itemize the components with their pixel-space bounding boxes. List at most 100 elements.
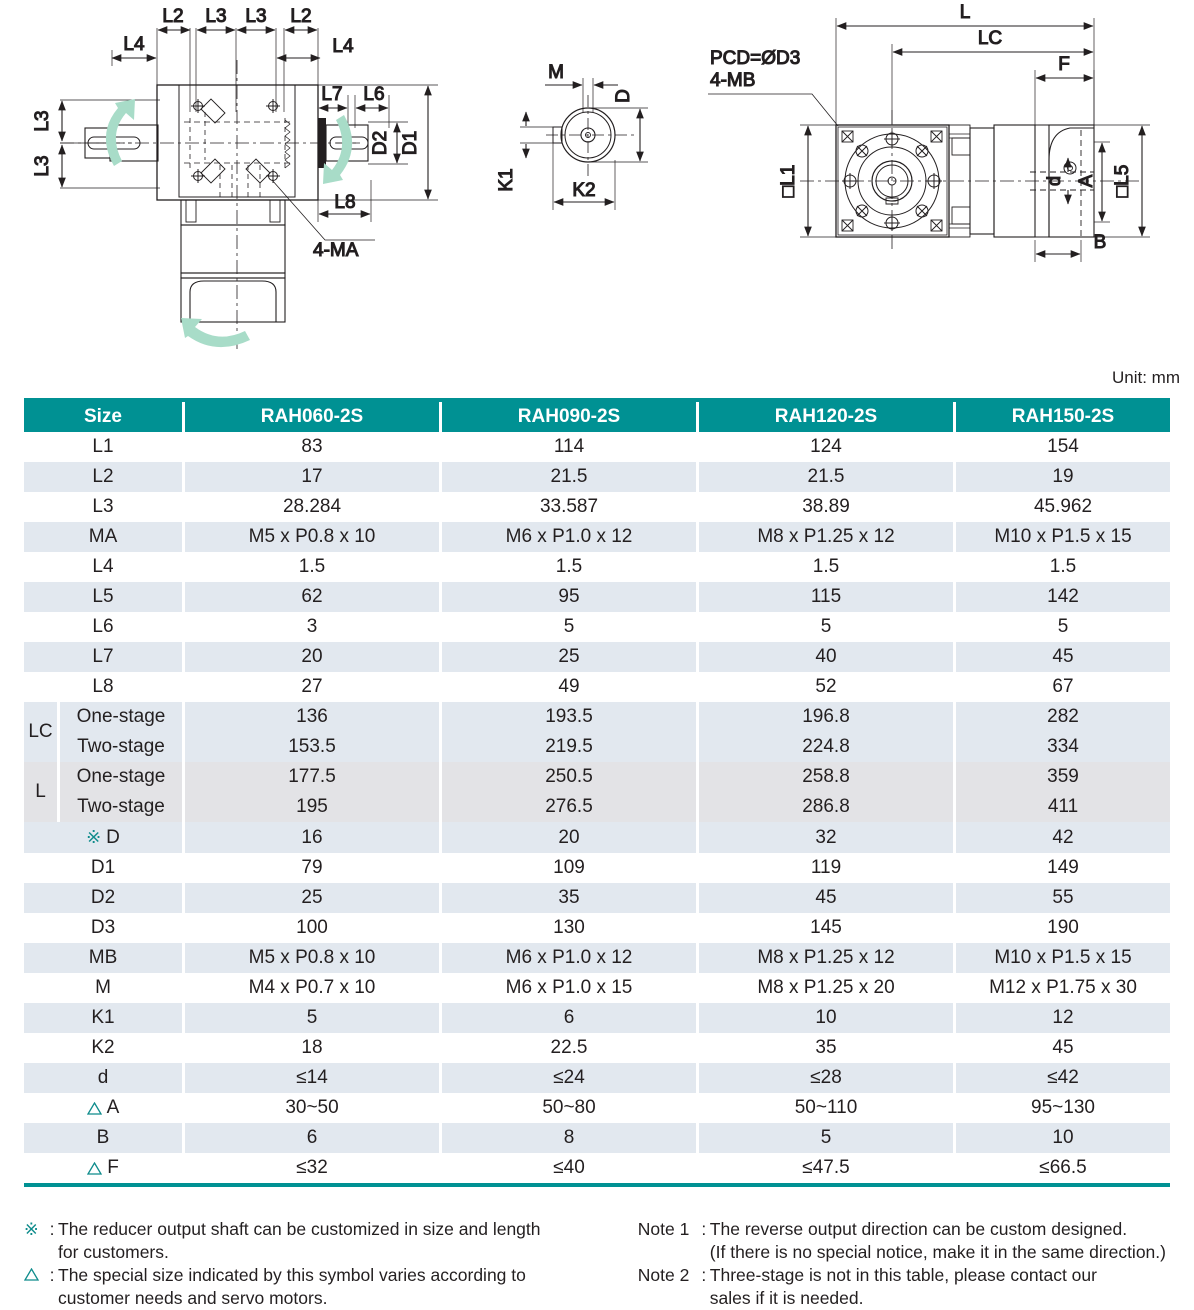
dim-L3-left-lower: L3 <box>32 155 53 176</box>
row-label-mb: MB <box>24 943 185 973</box>
table-cell: 258.8 <box>699 762 956 792</box>
footnote-note-label: Note 2 <box>637 1265 690 1285</box>
table-cell: 6 <box>185 1123 442 1153</box>
table-header-row: Size RAH060-2S RAH090-2S RAH120-2S RAH15… <box>24 402 1170 432</box>
table-top-rule <box>24 398 1170 402</box>
row-label-f: F <box>24 1153 185 1183</box>
table-cell: 45 <box>956 1033 1170 1063</box>
table-cell: 52 <box>699 672 956 702</box>
footnote-symbol-icon: ※ <box>24 1219 39 1239</box>
row-label-l4: L4 <box>24 552 185 582</box>
table-cell: 32 <box>699 822 956 853</box>
table-cell: 5 <box>699 612 956 642</box>
row-label-l8: L8 <box>24 672 185 702</box>
table-cell: 109 <box>442 853 699 883</box>
dim-L3-top-a: L3 <box>205 6 226 27</box>
table-cell: 49 <box>442 672 699 702</box>
table-cell: 10 <box>699 1003 956 1033</box>
table-cell: 21.5 <box>442 462 699 492</box>
table-cell: 33.587 <box>442 492 699 522</box>
table-cell: M5 x P0.8 x 10 <box>185 522 442 552</box>
table-cell: 154 <box>956 432 1170 462</box>
table-cell: 83 <box>185 432 442 462</box>
table-cell: 142 <box>956 582 1170 612</box>
table-row: F≤32≤40≤47.5≤66.5 <box>24 1153 1170 1183</box>
row-label-d3: D3 <box>24 913 185 943</box>
table-cell: 193.5 <box>442 702 699 732</box>
table-cell: 20 <box>442 822 699 853</box>
table-cell: 27 <box>185 672 442 702</box>
dim-L7: L7 <box>321 84 342 105</box>
table-cell: 5 <box>442 612 699 642</box>
table-cell: 20 <box>185 642 442 672</box>
specification-table: Size RAH060-2S RAH090-2S RAH120-2S RAH15… <box>24 402 1170 1183</box>
row-sub-label: One-stage <box>60 762 185 792</box>
dim-L3-top-b: L3 <box>245 6 266 27</box>
table-cell: ≤14 <box>185 1063 442 1093</box>
table-cell: 79 <box>185 853 442 883</box>
dim-L5-square: □L5 <box>1112 165 1133 198</box>
table-cell: 3 <box>185 612 442 642</box>
dim-K2: K2 <box>572 180 595 201</box>
rotation-arrow-left <box>105 99 135 166</box>
footnote-colon: : <box>701 1219 707 1239</box>
col-header-size: Size <box>24 402 185 432</box>
col-header-rah150: RAH150-2S <box>956 402 1170 432</box>
table-cell: 276.5 <box>442 792 699 822</box>
dim-L4-left: L4 <box>123 34 145 55</box>
table-cell: ≤28 <box>699 1063 956 1093</box>
table-cell: 136 <box>185 702 442 732</box>
row-label-l6: L6 <box>24 612 185 642</box>
table-cell: 45.962 <box>956 492 1170 522</box>
dim-d: d <box>1044 176 1064 186</box>
table-cell: ≤42 <box>956 1063 1170 1093</box>
footnote-text: The reverse output direction can be cust… <box>710 1218 1174 1264</box>
table-cell: 1.5 <box>185 552 442 582</box>
table-cell: 42 <box>956 822 1170 853</box>
table-cell: 17 <box>185 462 442 492</box>
triangle-symbol-icon <box>23 1267 40 1281</box>
table-cell: 359 <box>956 762 1170 792</box>
table-cell: 35 <box>699 1033 956 1063</box>
footnote-colon: : <box>701 1265 707 1285</box>
table-cell: 19 <box>956 462 1170 492</box>
table-cell: M6 x P1.0 x 12 <box>442 943 699 973</box>
table-cell: 224.8 <box>699 732 956 762</box>
table-cell: 5 <box>185 1003 442 1033</box>
table-row: d≤14≤24≤28≤42 <box>24 1063 1170 1093</box>
table-cell: M8 x P1.25 x 12 <box>699 943 956 973</box>
table-cell: M8 x P1.25 x 20 <box>699 973 956 1003</box>
table-bottom-rule <box>24 1183 1170 1187</box>
dim-L3-left-upper: L3 <box>32 110 53 131</box>
table-cell: 55 <box>956 883 1170 913</box>
row-label-l1: L1 <box>24 432 185 462</box>
table-cell: 124 <box>699 432 956 462</box>
table-cell: ≤24 <box>442 1063 699 1093</box>
table-cell: 28.284 <box>185 492 442 522</box>
label-PCD-D3: PCD=ØD3 <box>710 48 800 69</box>
table-cell: M6 x P1.0 x 12 <box>442 522 699 552</box>
table-cell: 130 <box>442 913 699 943</box>
unit-label: Unit: mm <box>1112 368 1180 387</box>
row-group-label-lc: LC <box>24 702 60 762</box>
dim-L2-right: L2 <box>290 6 311 27</box>
footnote-symbol-icon <box>23 1264 46 1310</box>
row-label-l7: L7 <box>24 642 185 672</box>
specification-table-container: Size RAH060-2S RAH090-2S RAH120-2S RAH15… <box>24 398 1170 1187</box>
table-cell: 190 <box>956 913 1170 943</box>
dim-L8: L8 <box>334 192 355 213</box>
table-cell: 21.5 <box>699 462 956 492</box>
